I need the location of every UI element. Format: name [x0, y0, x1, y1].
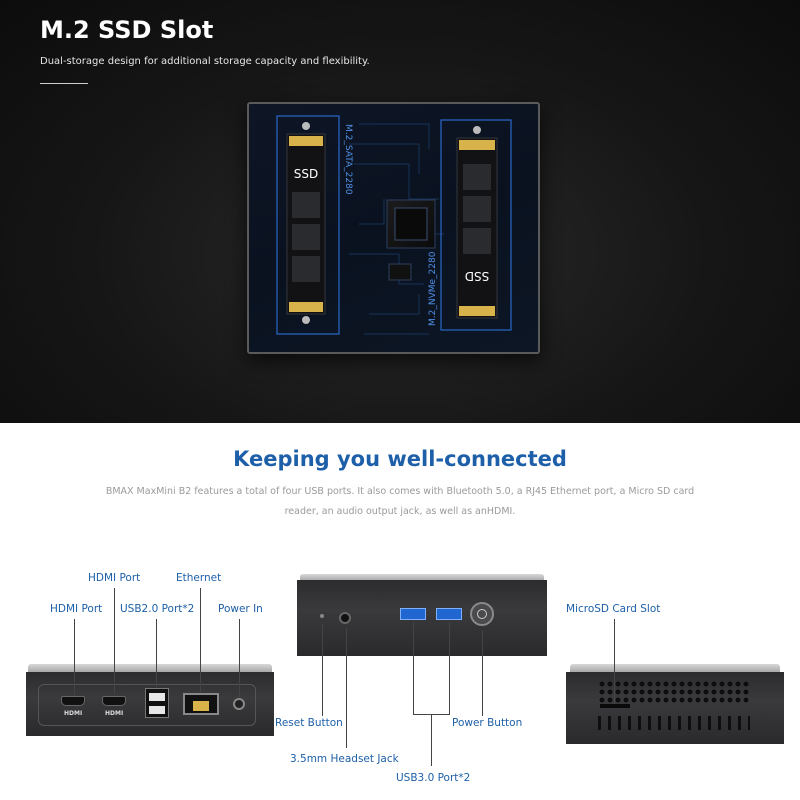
device-top-lid — [28, 664, 272, 674]
motherboard-image: SSD M.2_SATA_2280 SSD M.2_NVMe_2280 — [247, 102, 540, 354]
leader-ethernet — [200, 588, 201, 692]
label-reset-button: Reset Button — [275, 717, 343, 729]
power-in-jack-icon — [233, 698, 245, 710]
leader-usb3-a — [413, 622, 414, 714]
side-vent-slots — [598, 716, 750, 730]
label-power-in: Power In — [218, 603, 263, 615]
leader-power-in — [239, 619, 240, 697]
leader-headset-jack — [346, 628, 347, 748]
hdmi-port-1-icon — [61, 696, 85, 706]
reset-button-icon[interactable] — [320, 614, 324, 618]
power-button-icon[interactable] — [470, 602, 494, 626]
leader-hdmi-port-top — [114, 588, 115, 694]
label-usb3: USB3.0 Port*2 — [396, 772, 471, 784]
section-heading: Keeping you well-connected — [233, 447, 567, 471]
nvme-slot-label: M.2_NVMe_2280 — [428, 251, 438, 326]
ssd-right-label: SSD — [465, 269, 489, 283]
label-usb2: USB2.0 Port*2 — [120, 603, 195, 615]
label-microsd: MicroSD Card Slot — [566, 603, 661, 615]
title-underline — [40, 83, 88, 84]
center-device-top-lid — [300, 574, 544, 582]
banner-subtitle: Dual-storage design for additional stora… — [40, 56, 370, 67]
label-hdmi-port-top: HDMI Port — [88, 572, 141, 584]
usb3-port-2-icon — [436, 608, 462, 620]
leader-usb3-stem — [431, 714, 432, 766]
label-hdmi-port: HDMI Port — [50, 603, 103, 615]
hdmi-tag-1: HDMI — [64, 710, 83, 717]
nvme-ssd-module — [456, 126, 498, 319]
section-description: BMAX MaxMini B2 features a total of four… — [105, 486, 695, 517]
leader-microsd — [614, 619, 615, 704]
ethernet-port-icon — [183, 693, 219, 715]
hdmi-tag-2: HDMI — [105, 710, 124, 717]
usb2-ports-icon — [145, 688, 169, 718]
small-chip — [388, 263, 412, 281]
label-headset-jack: 3.5mm Headset Jack — [290, 753, 399, 765]
sata-slot-frame — [276, 115, 340, 335]
microsd-slot-icon — [600, 704, 630, 708]
nvme-slot-frame — [440, 119, 512, 331]
cpu-chip — [386, 199, 436, 249]
label-ethernet: Ethernet — [176, 572, 222, 584]
label-power-button: Power Button — [452, 717, 523, 729]
sata-ssd-module — [286, 122, 326, 324]
leader-hdmi-port — [74, 619, 75, 695]
leader-reset-button — [322, 624, 323, 716]
leader-usb3-b — [449, 622, 450, 714]
vent-grille — [598, 680, 750, 704]
usb3-port-1-icon — [400, 608, 426, 620]
port-panel-outline — [38, 684, 256, 726]
sata-slot-label: M.2_SATA_2280 — [343, 124, 353, 195]
leader-usb2 — [156, 619, 157, 687]
ssd-banner: M.2 SSD Slot Dual-storage design for add… — [0, 0, 800, 423]
headset-jack-icon — [339, 612, 351, 624]
right-device-top-lid — [570, 664, 780, 674]
hdmi-port-2-icon — [102, 696, 126, 706]
motherboard-illustration: SSD M.2_SATA_2280 SSD M.2_NVMe_2280 — [276, 115, 512, 335]
banner-title: M.2 SSD Slot — [40, 16, 214, 44]
ssd-left-label: SSD — [294, 167, 318, 181]
leader-power-button — [482, 630, 483, 716]
